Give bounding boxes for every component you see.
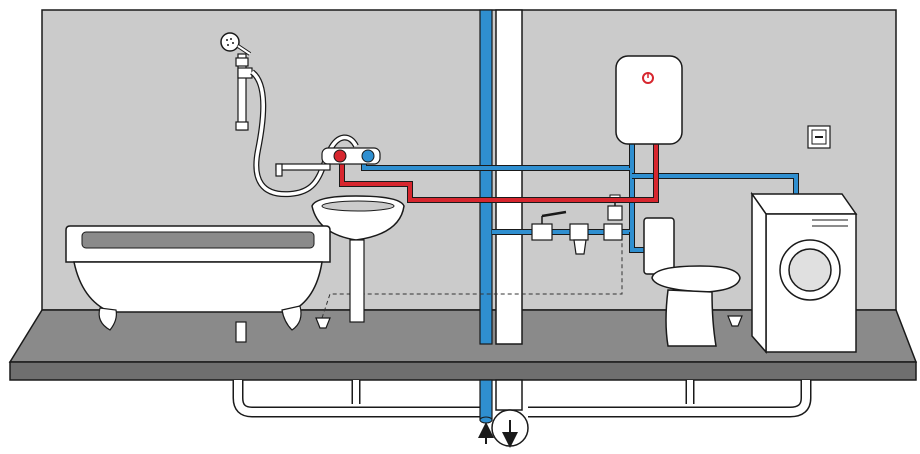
ball-valve [531, 210, 567, 241]
washbasin [311, 195, 405, 323]
toilet [643, 217, 741, 347]
underfloor-drain-pipes [232, 380, 812, 418]
mixer-tap [275, 147, 381, 177]
drain-riser [491, 9, 529, 447]
toilet-valve [727, 315, 743, 327]
floor-edge [9, 361, 917, 381]
shower-set [235, 53, 253, 131]
water-heater [615, 55, 683, 145]
washing-machine [750, 191, 858, 354]
strainer-filter [569, 223, 589, 255]
electrical-outlet [807, 125, 831, 149]
cold-water-riser [479, 9, 493, 424]
shower-head-icon [220, 32, 252, 56]
bathtub [65, 225, 331, 343]
floor-drain-trap [315, 317, 331, 329]
hot-water-line [339, 140, 659, 203]
dashed-cable [321, 240, 623, 319]
